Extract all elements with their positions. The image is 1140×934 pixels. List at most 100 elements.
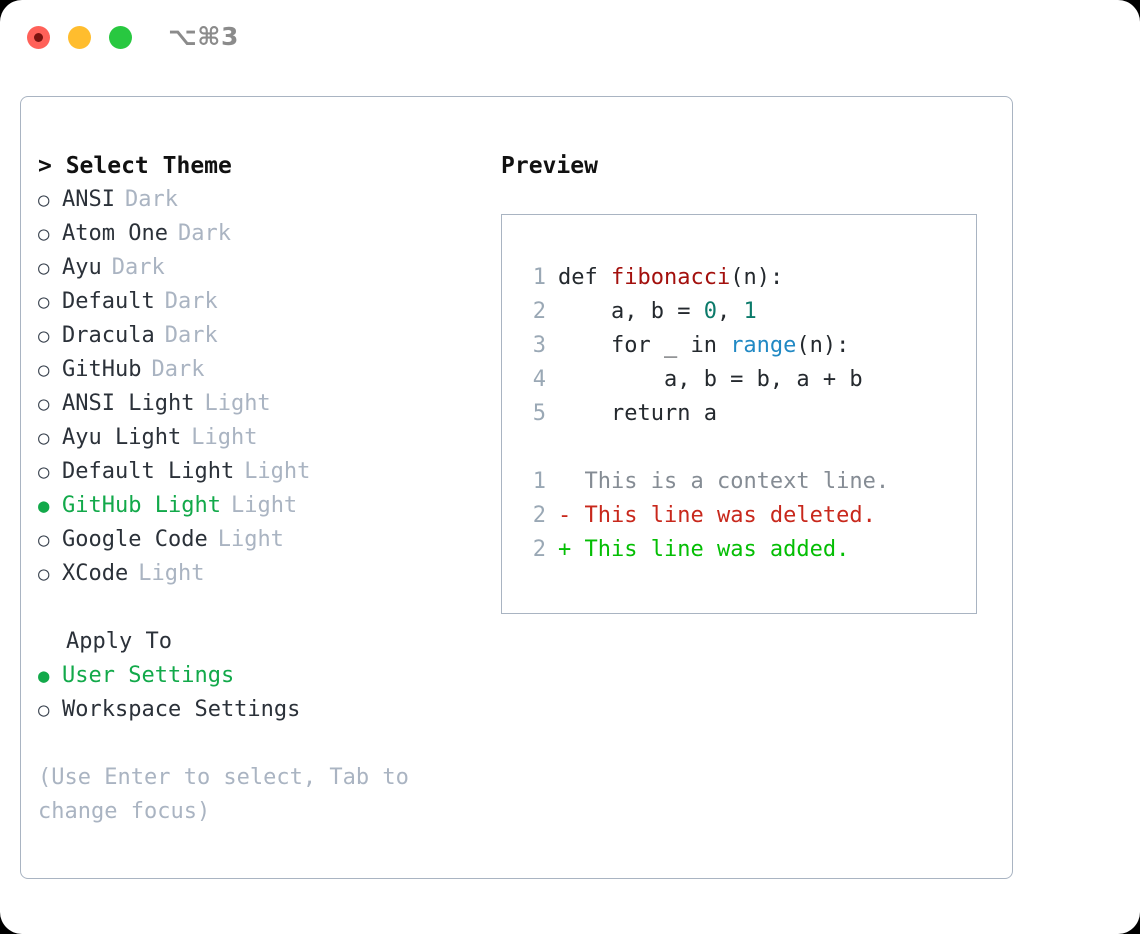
diff-marker xyxy=(558,465,585,499)
radio-unselected-icon: ○ xyxy=(38,359,50,381)
code-line-number: 2 xyxy=(532,299,546,324)
theme-option-ansi[interactable]: ○ ANSI Dark xyxy=(38,183,493,217)
theme-option-category: Light xyxy=(138,561,205,586)
apply-to-option-workspace-settings[interactable]: ○ Workspace Settings xyxy=(38,693,493,727)
theme-option-category: Dark xyxy=(124,187,178,212)
apply-to-option-name: User Settings xyxy=(62,663,235,688)
theme-option-name: Default xyxy=(62,289,155,314)
diff-marker: - xyxy=(558,503,585,528)
code-line: 4 a, b = b, a + b xyxy=(520,363,889,397)
page-title: > Select Theme xyxy=(38,153,232,179)
code-line: 5 return a xyxy=(520,397,889,431)
radio-unselected-icon: ○ xyxy=(38,189,50,211)
theme-option-name: ANSI Light xyxy=(62,391,195,416)
theme-option-name: Default Light xyxy=(62,459,235,484)
close-button[interactable] xyxy=(27,26,50,49)
diff-text: This is a context line. xyxy=(584,469,890,494)
code-token: a, b = b, a + b xyxy=(558,367,863,392)
minimize-button[interactable] xyxy=(68,26,91,49)
code-token: return a xyxy=(558,401,717,426)
shortcut-label: ⌥⌘3 xyxy=(168,22,239,51)
diff-marker: + xyxy=(558,537,585,562)
radio-unselected-icon: ○ xyxy=(38,223,50,245)
theme-option-category: Light xyxy=(244,459,311,484)
diff-line-number: 1 xyxy=(532,469,546,494)
theme-option-category: Light xyxy=(230,493,298,518)
diff-line-number: 2 xyxy=(532,537,546,562)
code-token: , xyxy=(716,299,744,324)
code-token: for _ in xyxy=(558,333,731,358)
apply-to-option-name: Workspace Settings xyxy=(62,697,301,722)
radio-unselected-icon: ○ xyxy=(38,257,50,279)
diff-line: 2- This line was deleted. xyxy=(520,499,889,533)
code-token: def xyxy=(558,265,611,290)
theme-option-name: Atom One xyxy=(62,221,168,246)
code-blank-line xyxy=(520,431,889,465)
theme-option-category: Light xyxy=(191,425,258,450)
theme-option-name: Ayu Light xyxy=(62,425,182,450)
keyboard-hint: (Use Enter to select, Tab to change focu… xyxy=(38,765,423,824)
theme-option-name: Google Code xyxy=(62,527,208,552)
theme-option-ayu[interactable]: ○ Ayu Dark xyxy=(38,251,493,285)
radio-unselected-icon: ○ xyxy=(38,325,50,347)
apply-to-title: Apply To xyxy=(66,629,172,654)
theme-option-github[interactable]: ○ GitHub Dark xyxy=(38,353,493,387)
theme-option-atom-one[interactable]: ○ Atom One Dark xyxy=(38,217,493,251)
radio-unselected-icon: ○ xyxy=(38,393,50,415)
code-line-number: 3 xyxy=(532,333,546,358)
theme-option-dracula[interactable]: ○ Dracula Dark xyxy=(38,319,493,353)
diff-text: This line was deleted. xyxy=(584,503,876,528)
window-controls xyxy=(27,26,132,49)
radio-selected-icon: ● xyxy=(38,665,50,687)
theme-option-category: Dark xyxy=(164,289,218,314)
title-bar: ⌥⌘3 xyxy=(0,0,1140,76)
radio-unselected-icon: ○ xyxy=(38,427,50,449)
code-line: 2 a, b = 0, 1 xyxy=(520,295,889,329)
code-token: a, b = xyxy=(558,299,704,324)
diff-lines: 1 This is a context line.2- This line wa… xyxy=(520,465,889,567)
radio-unselected-icon: ○ xyxy=(38,699,50,721)
code-token: 0 xyxy=(703,299,717,324)
theme-option-default[interactable]: ○ Default Dark xyxy=(38,285,493,319)
apply-to-option-user-settings[interactable]: ● User Settings xyxy=(38,659,493,693)
maximize-button[interactable] xyxy=(109,26,132,49)
theme-option-category: Dark xyxy=(177,221,231,246)
diff-line: 2 + This line was added. xyxy=(520,533,889,567)
theme-option-name: GitHub xyxy=(62,357,142,382)
theme-option-default-light[interactable]: ○ Default Light Light xyxy=(38,455,493,489)
code-line-number: 5 xyxy=(532,401,546,426)
radio-unselected-icon: ○ xyxy=(38,461,50,483)
code-token: (n): xyxy=(796,333,850,358)
code-token: 1 xyxy=(743,299,757,324)
diff-line-number: 2 xyxy=(532,503,546,528)
code-token: fibonacci xyxy=(610,265,731,290)
theme-option-ayu-light[interactable]: ○ Ayu Light Light xyxy=(38,421,493,455)
theme-option-category: Dark xyxy=(164,323,218,348)
radio-unselected-icon: ○ xyxy=(38,291,50,313)
preview-title: Preview xyxy=(501,153,598,179)
diff-text: This line was added. xyxy=(584,537,850,562)
theme-option-category: Dark xyxy=(151,357,205,382)
radio-selected-icon: ● xyxy=(38,495,50,517)
radio-unselected-icon: ○ xyxy=(38,563,50,585)
code-token: range xyxy=(730,333,797,358)
diff-line: 1 This is a context line. xyxy=(520,465,889,499)
theme-option-name: Dracula xyxy=(62,323,155,348)
theme-option-name: Ayu xyxy=(62,255,102,280)
theme-option-name: ANSI xyxy=(62,187,115,212)
theme-option-category: Dark xyxy=(111,255,165,280)
code-line-number: 4 xyxy=(532,367,546,392)
